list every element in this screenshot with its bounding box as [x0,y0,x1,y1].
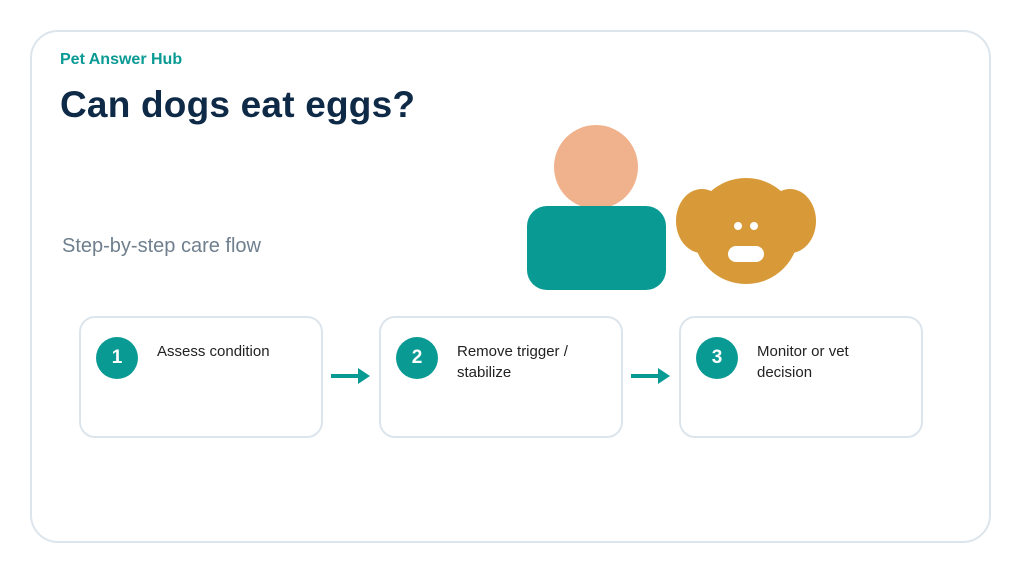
brand-label: Pet Answer Hub [60,51,183,68]
step-label: Assess condition [157,343,270,360]
flow-step-3: 3 Monitor or vet decision [679,316,923,438]
dog-left-eye [734,222,742,230]
step-label: Remove trigger / stabilize [457,343,568,381]
step-label: Monitor or vet decision [757,343,849,381]
dog-right-eye [750,222,758,230]
step-number-badge: 3 [696,337,738,379]
flow-step-1: 1 Assess condition [79,316,323,438]
page-title: Can dogs eat eggs? [60,84,416,125]
page-subtitle: Step-by-step care flow [62,235,261,257]
arrow-right-icon [631,368,670,384]
arrow-right-icon [331,368,370,384]
dog-face-icon [676,178,816,284]
person-body [527,206,666,290]
step-number-badge: 1 [96,337,138,379]
person-head [554,125,638,209]
owner-and-dog-illustration [527,125,816,290]
person-icon [527,125,666,290]
dog-mouth [728,246,764,262]
flow-step-2: 2 Remove trigger / stabilize [379,316,623,438]
dog-head [693,178,799,284]
content-card [30,30,991,543]
step-number-badge: 2 [396,337,438,379]
